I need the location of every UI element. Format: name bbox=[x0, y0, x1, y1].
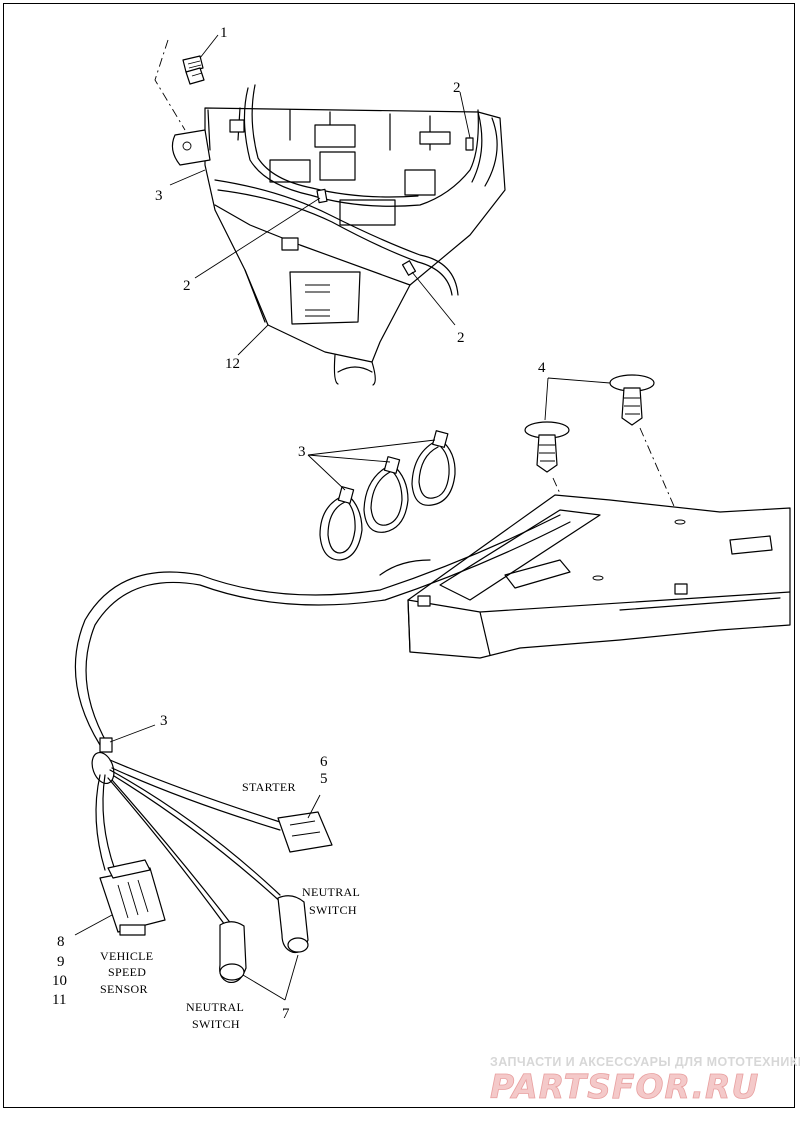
label-neutral-switch-right-2: SWITCH bbox=[309, 903, 357, 917]
harness-branches bbox=[91, 737, 285, 926]
label-neutral-switch-left-1: NEUTRAL bbox=[186, 1000, 244, 1014]
callout-12: 12 bbox=[225, 356, 240, 372]
label-vss-3: SENSOR bbox=[100, 982, 148, 996]
callout-1: 1 bbox=[220, 25, 228, 41]
screw-item-1 bbox=[154, 39, 205, 131]
starter-connector bbox=[277, 811, 333, 853]
watermark-logo: PARTSFOR.RU bbox=[490, 1067, 759, 1106]
main-harness bbox=[74, 514, 571, 746]
component-labels: STARTER NEUTRAL SWITCH VEHICLE SPEED SEN… bbox=[100, 780, 360, 1031]
watermark-tagline: ЗАПЧАСТИ И АКСЕССУАРЫ ДЛЯ МОТОТЕХНИКИ bbox=[490, 1055, 800, 1069]
neutral-switch-left bbox=[219, 921, 247, 984]
callout-3: 3 bbox=[160, 713, 168, 729]
callout-10: 10 bbox=[52, 973, 67, 989]
callouts: 1 2 3 2 2 12 4 3 3 6 5 8 9 10 11 7 bbox=[52, 25, 546, 1022]
mounting-tray bbox=[407, 494, 791, 659]
label-starter: STARTER bbox=[242, 780, 296, 794]
callout-7: 7 bbox=[282, 1006, 290, 1022]
callout-11: 11 bbox=[52, 992, 66, 1008]
leader-lines bbox=[74, 34, 471, 1001]
callout-4: 4 bbox=[538, 360, 546, 376]
callout-3: 3 bbox=[155, 188, 163, 204]
watermark: ЗАПЧАСТИ И АКСЕССУАРЫ ДЛЯ МОТОТЕХНИКИ PA… bbox=[490, 1055, 800, 1106]
label-vss-2: SPEED bbox=[108, 965, 146, 979]
callout-5: 5 bbox=[320, 771, 328, 787]
vss-connector bbox=[99, 859, 166, 936]
electrical-caddy-assembly bbox=[171, 84, 506, 386]
neutral-switch-right bbox=[277, 895, 309, 954]
callout-2: 2 bbox=[457, 330, 465, 346]
label-neutral-switch-right-1: NEUTRAL bbox=[302, 885, 360, 899]
label-vss-1: VEHICLE bbox=[100, 949, 153, 963]
callout-3: 3 bbox=[298, 444, 306, 460]
cable-straps-item-3 bbox=[307, 430, 456, 561]
callout-9: 9 bbox=[57, 954, 65, 970]
diagram-frame bbox=[3, 3, 795, 1108]
callout-8: 8 bbox=[57, 934, 65, 950]
callout-6: 6 bbox=[320, 754, 328, 770]
label-neutral-switch-left-2: SWITCH bbox=[192, 1017, 240, 1031]
callout-2: 2 bbox=[183, 278, 191, 294]
push-pins-item-4 bbox=[524, 374, 681, 579]
callout-2: 2 bbox=[453, 80, 461, 96]
